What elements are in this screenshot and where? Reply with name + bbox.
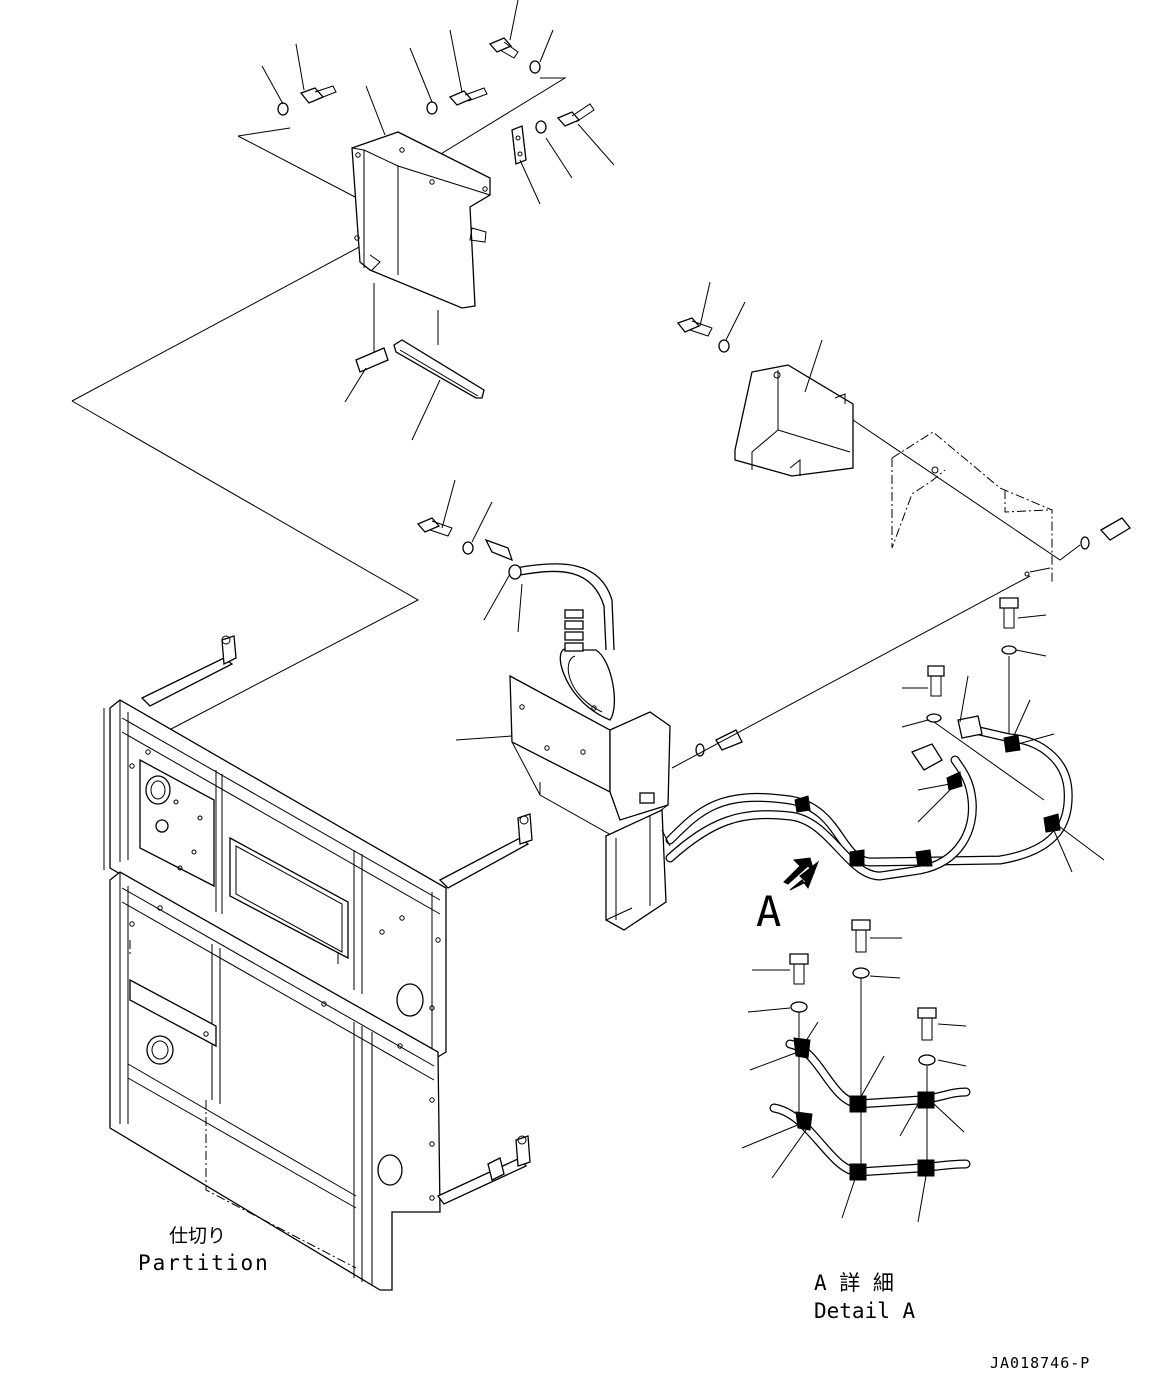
view-marker-label: A — [756, 887, 781, 936]
connector-stack — [564, 609, 584, 652]
detail-label-jp: A 詳 細 — [814, 1271, 894, 1295]
drawing-id: JA018746-P — [990, 1354, 1090, 1372]
partition-label-jp: 仕切り — [169, 1225, 226, 1247]
bolt-washer-set-upper — [277, 37, 595, 134]
partition-label-en: Partition — [138, 1251, 270, 1275]
detail-label-en: Detail A — [814, 1299, 916, 1323]
detail-a-view — [741, 919, 971, 1223]
upper-cover-assembly — [71, 0, 615, 741]
view-a-marker: A — [756, 857, 820, 936]
box-cover-assembly — [676, 281, 1131, 582]
controller-and-harness — [416, 479, 1105, 931]
partition-frame — [103, 635, 533, 1291]
